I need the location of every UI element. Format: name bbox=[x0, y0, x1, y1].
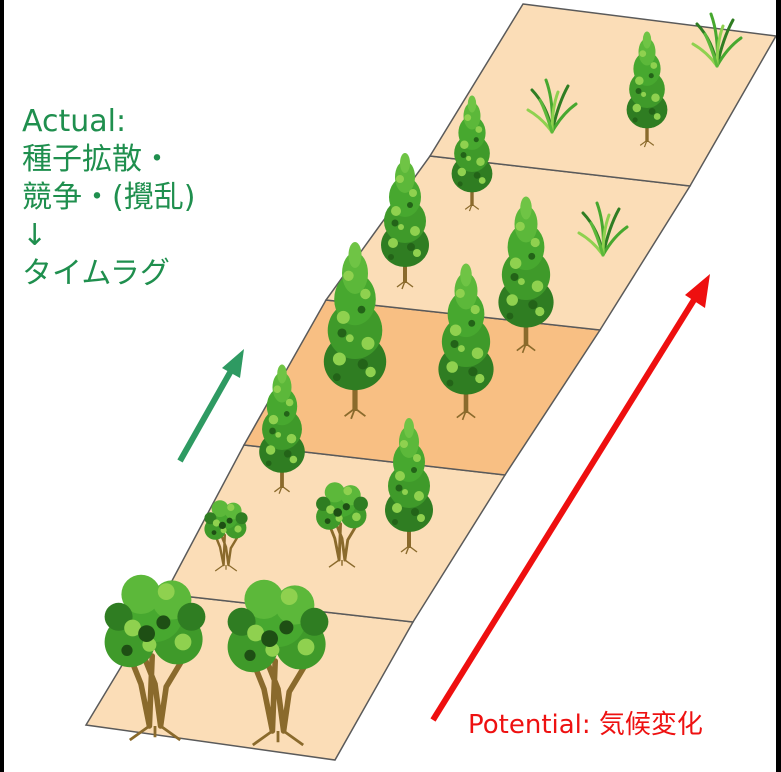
actual-line-time-lag: タイムラグ bbox=[22, 256, 170, 291]
actual-arrow bbox=[177, 349, 244, 463]
actual-line-competition: 競争・(攪乱) bbox=[22, 180, 196, 215]
actual-label-block: Actual: 種子拡散・ 競争・(攪乱) ↓ タイムラグ bbox=[22, 103, 195, 293]
frame-border-right bbox=[776, 0, 781, 772]
actual-title: Actual: bbox=[22, 104, 127, 139]
actual-line-seed-dispersal: 種子拡散・ bbox=[22, 142, 172, 177]
actual-down-arrow: ↓ bbox=[22, 218, 48, 253]
potential-label: Potential: 気候変化 bbox=[468, 710, 703, 740]
potential-arrow bbox=[430, 274, 710, 722]
frame-border-left bbox=[0, 0, 4, 772]
tile-row-5 bbox=[428, 3, 778, 187]
